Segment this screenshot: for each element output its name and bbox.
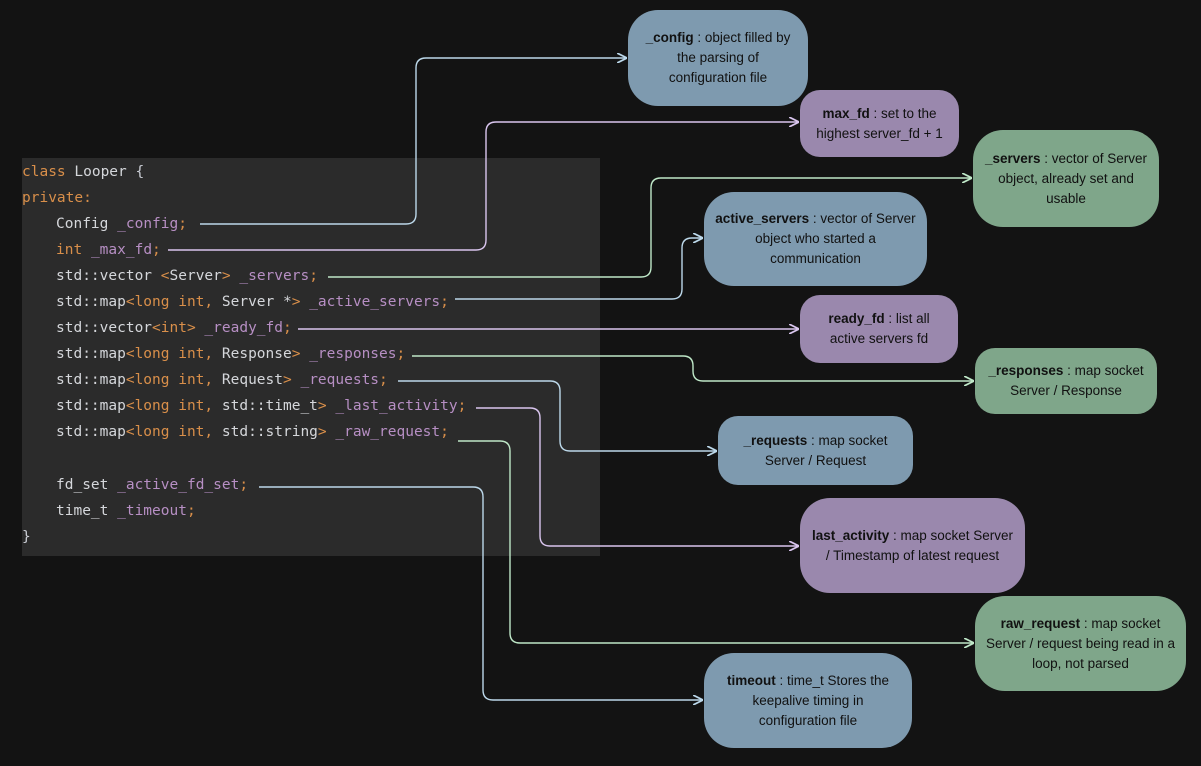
code-line-class: class Looper {	[22, 164, 145, 180]
code-line-fd-set: fd_set _active_fd_set;	[56, 477, 249, 493]
note-last-activity: last_activity : map socket Server / Time…	[800, 498, 1025, 593]
code-line-raw-request: std::map<long int, std::string> _raw_req…	[56, 424, 449, 440]
code-line-requests: std::map<long int, Request> _requests;	[56, 372, 388, 388]
note-ready-fd: ready_fd : list all active servers fd	[800, 295, 958, 363]
connector-fd-set	[259, 486, 702, 700]
connector-requests	[398, 380, 716, 451]
code-line-close: }	[22, 529, 31, 545]
note-servers: _servers : vector of Server object, alre…	[973, 130, 1159, 227]
connector-servers	[328, 178, 971, 278]
note-responses: _responses : map socket Server / Respons…	[975, 348, 1157, 414]
note-raw-request: raw_request : map socket Server / reques…	[975, 596, 1186, 691]
note-requests: _requests : map socket Server / Request	[718, 416, 913, 485]
code-line-active-servers: std::map<long int, Server *> _active_ser…	[56, 294, 449, 310]
connector-config	[200, 58, 626, 225]
code-line-responses: std::map<long int, Response> _responses;	[56, 346, 406, 362]
note-active-servers: active_servers : vector of Server object…	[704, 192, 927, 286]
code-line-timeout: time_t _timeout;	[56, 503, 196, 519]
code-line-servers: std::vector <Server> _servers;	[56, 268, 318, 284]
code-line-max-fd: int _max_fd;	[56, 242, 161, 258]
note-timeout: timeout : time_t Stores the keepalive ti…	[704, 653, 912, 748]
code-line-last-activity: std::map<long int, std::time_t> _last_ac…	[56, 398, 467, 414]
connector-responses	[412, 355, 973, 381]
connector-raw-request	[458, 440, 973, 643]
code-line-config: Config _config;	[56, 216, 187, 232]
note-config: _config : object filled by the parsing o…	[628, 10, 808, 106]
code-line-ready-fd: std::vector<int> _ready_fd;	[56, 320, 292, 336]
connector-active-servers	[455, 238, 702, 300]
code-line-private: private:	[22, 190, 92, 206]
note-max-fd: max_fd : set to the highest server_fd + …	[800, 90, 959, 157]
connector-max-fd	[168, 122, 798, 251]
connector-last-activity	[476, 407, 798, 546]
